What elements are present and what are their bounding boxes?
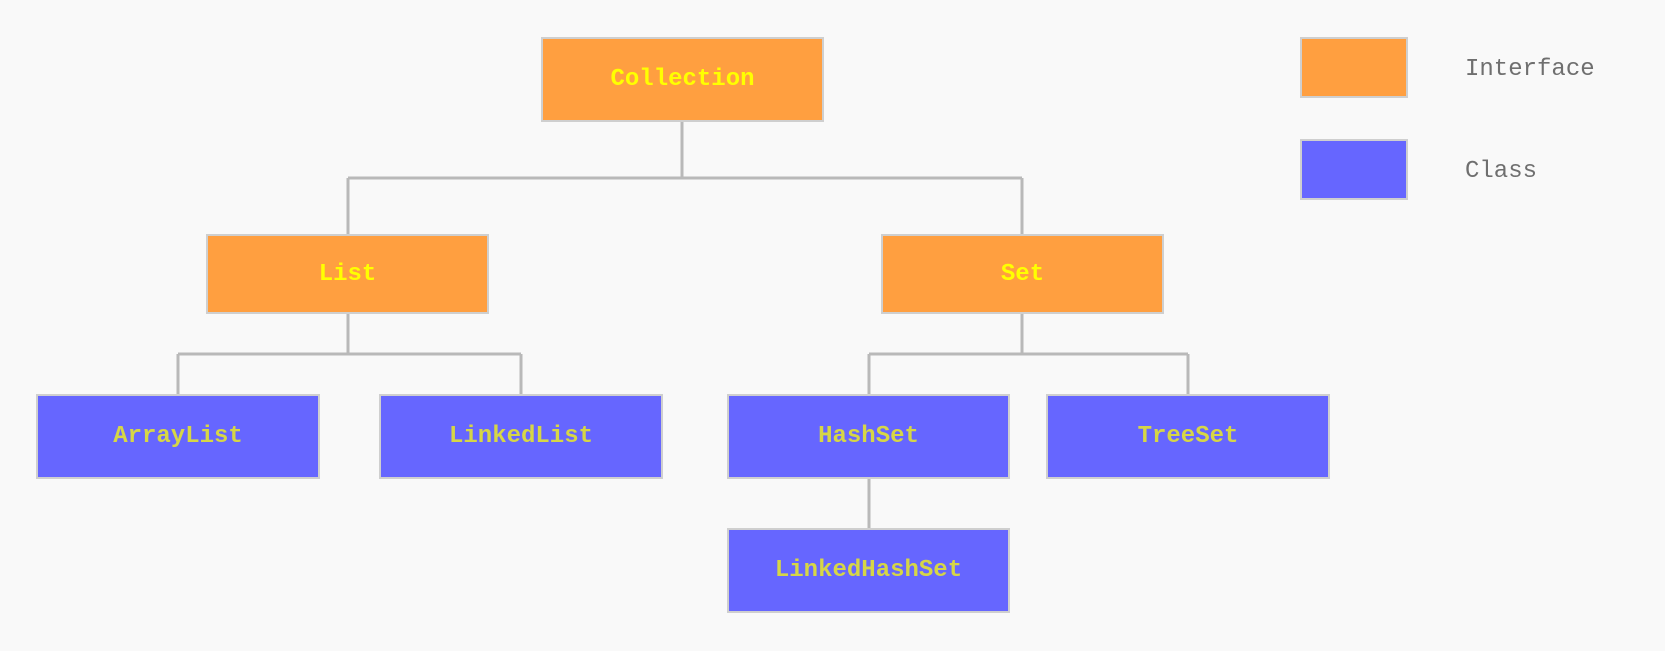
node-linkedlist: LinkedList [379,394,663,479]
node-linkedhashset: LinkedHashSet [727,528,1010,613]
legend-interface-swatch [1300,37,1408,98]
connector-set-children [867,313,1190,394]
connector-list-children [176,313,523,394]
node-hashset: HashSet [727,394,1010,479]
node-collection: Collection [541,37,824,122]
legend-class-swatch [1300,139,1408,200]
node-arraylist: ArrayList [36,394,320,479]
legend-interface-label: Interface [1465,56,1595,83]
node-set: Set [881,234,1164,314]
connector-collection-children [346,121,1024,234]
legend-class-label: Class [1465,158,1538,185]
node-treeset: TreeSet [1046,394,1330,479]
node-list: List [206,234,489,314]
